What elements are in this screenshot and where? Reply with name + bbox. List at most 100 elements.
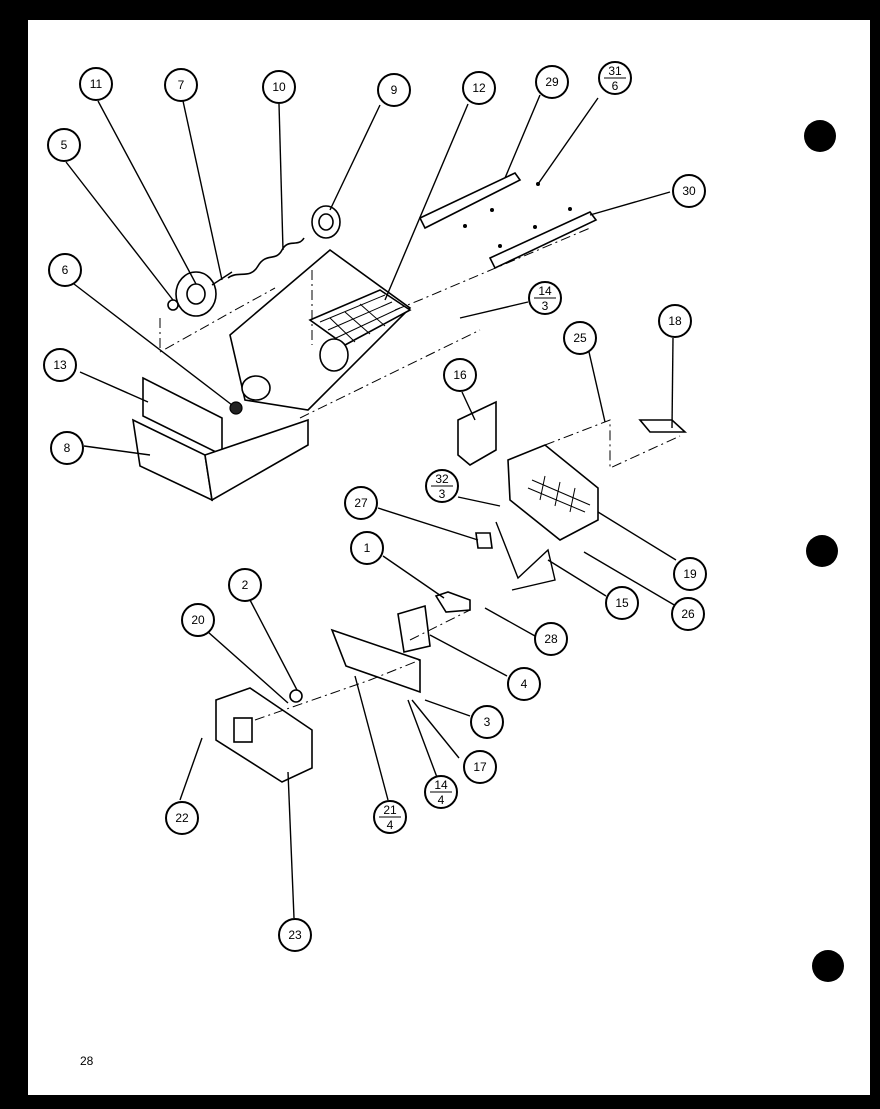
callout-15: 15	[605, 586, 639, 620]
callout-22: 22	[165, 801, 199, 835]
solenoid-4-part	[397, 604, 431, 653]
exploded-parts-diagram: 11 7 10 9 12 29 31 6 5 30 6 14 3 25 18 1…	[43, 61, 844, 982]
callout-11: 11	[79, 67, 113, 101]
washer-part	[167, 299, 179, 311]
binder-hole-top	[804, 120, 836, 152]
bucket-body-part	[204, 418, 309, 502]
control-assembly	[215, 604, 471, 783]
rail-dash	[394, 227, 591, 311]
svg-text:9: 9	[391, 83, 398, 97]
svg-text:27: 27	[354, 496, 368, 510]
bucket-side-opening	[241, 375, 271, 401]
svg-text:14: 14	[434, 778, 448, 792]
callout-13: 13	[43, 348, 77, 382]
page-number: 28	[80, 1054, 94, 1068]
bearing-inner	[318, 213, 334, 231]
diagram-sheet: 11 7 10 9 12 29 31 6 5 30 6 14 3 25 18 1…	[28, 20, 870, 1095]
svg-text:2: 2	[242, 578, 249, 592]
cover-housing-part	[215, 687, 313, 783]
callout-6: 6	[48, 253, 82, 287]
switch-1-part	[434, 591, 471, 613]
callout-9: 9	[377, 73, 411, 107]
callout-12: 12	[462, 71, 496, 105]
svg-text:6: 6	[612, 79, 619, 93]
auger-assembly	[159, 205, 341, 353]
callout-25: 25	[563, 321, 597, 355]
svg-text:6: 6	[62, 263, 69, 277]
callout-16: 16	[443, 358, 477, 392]
callout-1: 1	[350, 531, 384, 565]
icemaker-dash	[544, 419, 681, 469]
callout-5: 5	[47, 128, 81, 162]
svg-text:12: 12	[472, 81, 486, 95]
callout-19: 19	[673, 557, 707, 591]
svg-text:7: 7	[178, 78, 185, 92]
svg-text:32: 32	[435, 472, 449, 486]
svg-text:25: 25	[573, 331, 587, 345]
callout-20: 20	[181, 603, 215, 637]
svg-text:22: 22	[175, 811, 189, 825]
fitting-2-part	[289, 689, 303, 703]
auger-spring-part	[227, 237, 305, 279]
svg-text:16: 16	[453, 368, 467, 382]
svg-text:21: 21	[383, 803, 397, 817]
svg-text:11: 11	[90, 77, 103, 91]
rail-dash-2	[299, 329, 481, 419]
svg-text:3: 3	[484, 715, 491, 729]
leader-lines	[65, 94, 677, 919]
callout-23: 23	[278, 918, 312, 952]
svg-text:18: 18	[668, 314, 682, 328]
rail-assembly	[299, 171, 598, 419]
callout-30: 30	[672, 174, 706, 208]
control-dash-2	[409, 609, 471, 641]
auger-drive-inner	[186, 283, 206, 305]
svg-text:14: 14	[538, 284, 552, 298]
svg-text:17: 17	[473, 760, 487, 774]
svg-text:4: 4	[387, 818, 394, 832]
callout-17: 17	[463, 750, 497, 784]
callout-18: 18	[658, 304, 692, 338]
binder-hole-middle	[806, 535, 838, 567]
svg-text:3: 3	[542, 299, 549, 313]
auger-frame-dash	[159, 287, 276, 353]
svg-text:19: 19	[683, 567, 697, 581]
callout-29: 29	[535, 65, 569, 99]
callout-4: 4	[507, 667, 541, 701]
bracket-18-part	[638, 419, 688, 433]
callout-28: 28	[534, 622, 568, 656]
bucket-top-part	[308, 289, 412, 346]
callout-14-4: 14 4	[424, 775, 458, 809]
icemaker-mold	[527, 475, 591, 513]
control-dash	[254, 659, 421, 721]
cover-window	[233, 717, 253, 743]
callout-2: 2	[228, 568, 262, 602]
svg-text:4: 4	[438, 793, 445, 807]
svg-text:28: 28	[544, 632, 558, 646]
callout-31-6: 31 6	[598, 61, 632, 95]
svg-text:31: 31	[608, 64, 622, 78]
ice-bucket-assembly	[131, 248, 412, 502]
rail-30-part	[488, 211, 598, 270]
svg-text:20: 20	[191, 613, 205, 627]
binder-hole-bottom	[812, 950, 844, 982]
svg-text:29: 29	[545, 75, 559, 89]
drive-hub-part	[229, 401, 243, 415]
control-board-part	[330, 628, 421, 694]
bracket-16-part	[457, 400, 497, 466]
rail-29-part	[418, 171, 522, 230]
svg-text:4: 4	[521, 677, 528, 691]
callout-27: 27	[344, 486, 378, 520]
svg-text:13: 13	[53, 358, 67, 372]
callout-26: 26	[671, 597, 705, 631]
bucket-opening	[319, 338, 349, 372]
svg-text:1: 1	[364, 541, 371, 555]
callout-8: 8	[50, 431, 84, 465]
icemaker-assembly	[434, 400, 688, 613]
svg-text:26: 26	[681, 607, 695, 621]
callout-32-3: 32 3	[425, 469, 459, 503]
clip-27-part	[475, 532, 493, 549]
svg-text:8: 8	[64, 441, 71, 455]
svg-text:5: 5	[61, 138, 68, 152]
svg-text:10: 10	[272, 80, 286, 94]
callout-3: 3	[470, 705, 504, 739]
